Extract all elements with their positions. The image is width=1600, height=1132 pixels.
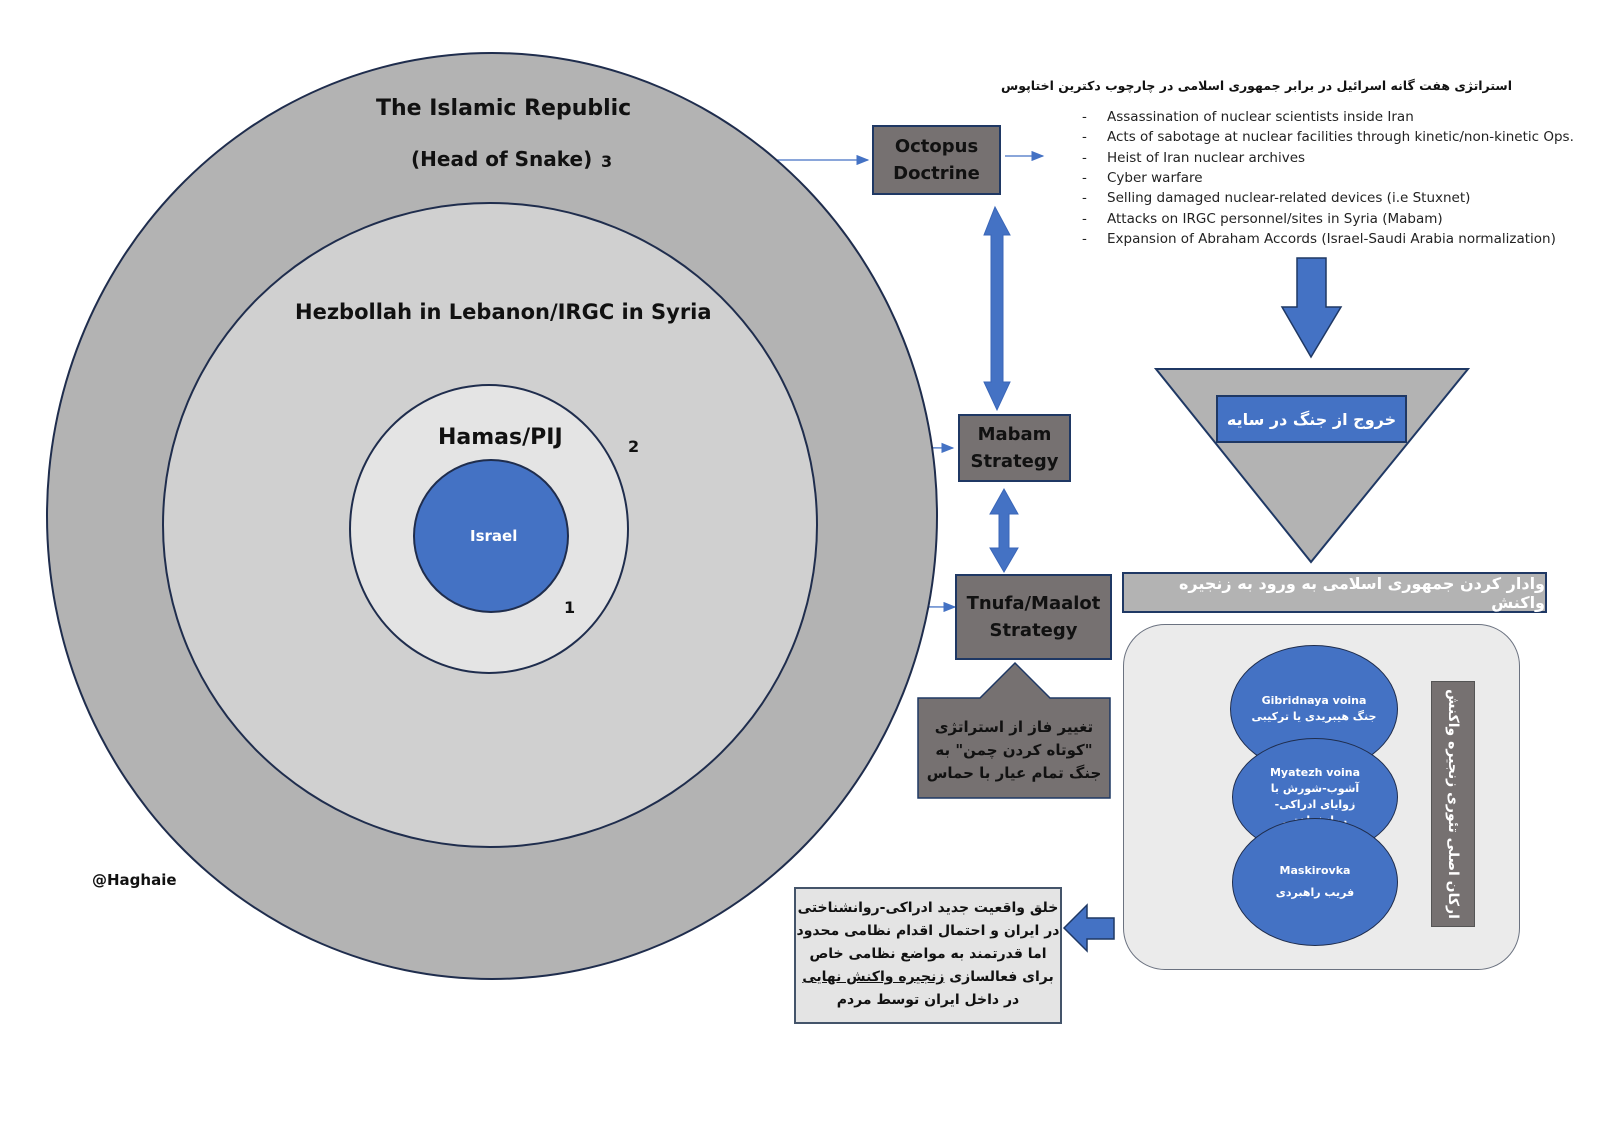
outcome-line: در ایران و احتمال اقدام نظامی محدود	[796, 923, 1060, 939]
islamic-republic-subtitle: (Head of Snake)	[411, 147, 593, 171]
phase-change-line: جنگ تمام عیار با حماس	[926, 764, 1102, 782]
hezbollah-irgc-title: Hezbollah in Lebanon/IRGC in Syria	[295, 300, 712, 324]
octopus-list-heading: استراتژی هفت گانه اسرائیل در برابر جمهور…	[1001, 78, 1512, 93]
theory-side-label: ارکان اصلی تئوری زنجیره واکنش	[1445, 689, 1462, 919]
mabam-line1: Mabam	[977, 424, 1052, 445]
list-item: -Expansion of Abraham Accords (Israel-Sa…	[1082, 230, 1556, 247]
mabam-strategy-box: Mabam Strategy	[958, 414, 1071, 482]
chain-reaction-banner: وادار کردن جمهوری اسلامی به ورود به زنجی…	[1122, 572, 1547, 613]
octopus-doctrine-box: Octopus Doctrine	[872, 125, 1001, 195]
tnufa-maalot-strategy-box: Tnufa/Maalot Strategy	[955, 574, 1112, 660]
theory-side-label-box: ارکان اصلی تئوری زنجیره واکنش	[1431, 681, 1475, 927]
circle-israel	[413, 459, 569, 613]
marker-3: 3	[601, 152, 613, 171]
outcome-underlined: زنجیره واکنش نهایی	[802, 969, 945, 985]
list-item: -Assassination of nuclear scientists ins…	[1082, 109, 1414, 126]
islamic-republic-title: The Islamic Republic	[376, 96, 632, 121]
tnufa-line1: Tnufa/Maalot	[966, 593, 1101, 614]
outcome-box: خلق واقعیت جدید ادراکی-روانشناختی در ایر…	[794, 887, 1062, 1024]
double-arrow-mabam-tnufa	[989, 487, 1019, 573]
hamas-pij-title: Hamas/PIJ	[438, 425, 563, 450]
outcome-line: اما قدرتمند به مواضع نظامی خاص	[809, 946, 1047, 962]
list-item: -Cyber warfare	[1082, 170, 1203, 187]
phase-change-up-arrow	[917, 661, 1111, 799]
list-item: -Selling damaged nuclear-related devices…	[1082, 190, 1471, 207]
outcome-line: خلق واقعیت جدید ادراکی-روانشناختی	[797, 900, 1059, 916]
list-item: -Attacks on IRGC personnel/sites in Syri…	[1082, 210, 1443, 227]
mabam-line2: Strategy	[970, 451, 1059, 472]
exit-shadow-war-label: خروج از جنگ در سایه	[1216, 395, 1407, 443]
marker-1: 1	[564, 598, 576, 617]
octopus-strategy-list: -Assassination of nuclear scientists ins…	[1082, 107, 1574, 249]
list-item: -Acts of sabotage at nuclear facilities …	[1082, 129, 1574, 146]
ellipse-maskirovka: Maskirovka فریب راهبردی	[1232, 818, 1398, 946]
octopus-line1: Octopus	[894, 136, 979, 157]
outcome-line: در داخل ایران توسط مردم	[836, 992, 1020, 1008]
phase-change-line: "کوتاه کردن چمن" به	[935, 741, 1093, 759]
down-arrow-icon	[1280, 257, 1343, 359]
israel-label: Israel	[470, 527, 518, 545]
outcome-line: برای فعالسازی زنجیره واکنش نهایی	[802, 969, 1054, 985]
double-arrow-octopus-mabam	[983, 205, 1011, 412]
left-arrow-icon	[1062, 903, 1115, 953]
marker-2: 2	[628, 437, 640, 456]
octopus-line2: Doctrine	[893, 163, 980, 184]
phase-change-text: تغییر فاز از استراتژی "کوتاه کردن چمن" ب…	[920, 716, 1108, 785]
phase-change-line: تغییر فاز از استراتژی	[934, 718, 1094, 736]
list-item: -Heist of Iran nuclear archives	[1082, 149, 1306, 166]
tnufa-line2: Strategy	[989, 620, 1078, 641]
author-credit: @Haghaie	[92, 871, 177, 889]
